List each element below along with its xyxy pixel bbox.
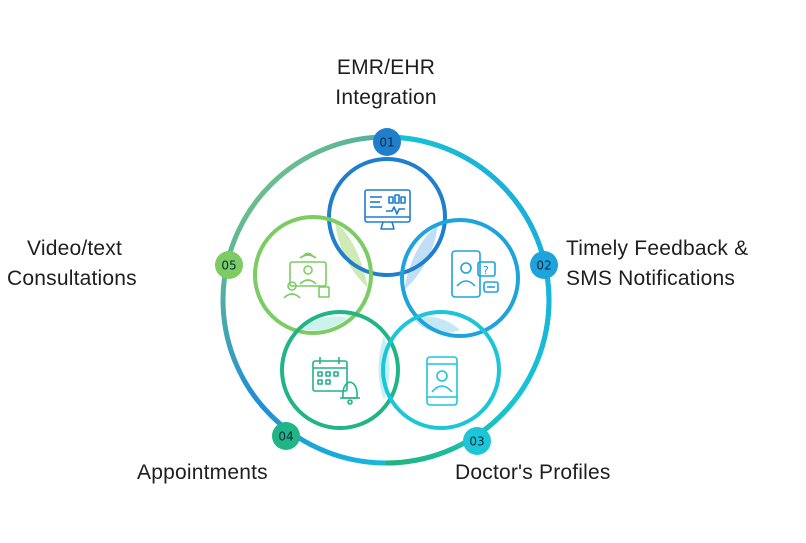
label-consultations: Video/text Consultations [7, 234, 197, 294]
circle-profiles [381, 310, 501, 430]
label-appointments: Appointments [137, 458, 327, 488]
svg-text:?: ? [483, 264, 489, 277]
overlap-left [298, 316, 348, 331]
circle-emr [327, 157, 447, 277]
monitor-chart-icon [364, 189, 411, 230]
label-profiles-line1: Doctor's Profiles [455, 461, 611, 484]
label-emr-line2: Integration [335, 86, 437, 109]
badge-05: 05 [215, 251, 243, 279]
badge-04-text: 04 [278, 430, 293, 444]
circle-consultations [253, 215, 373, 335]
badge-02-text: 02 [536, 259, 551, 273]
label-feedback-line1: Timely Feedback & [566, 237, 749, 260]
outer-ring-segment [385, 134, 552, 466]
label-appointments-line1: Appointments [137, 461, 268, 484]
label-feedback: Timely Feedback & SMS Notifications [566, 234, 796, 294]
badge-04: 04 [272, 422, 300, 450]
badge-01-text: 01 [379, 136, 394, 150]
badge-05-text: 05 [221, 259, 236, 273]
video-consultation-icon [283, 252, 330, 299]
overlap-top-left [335, 222, 368, 288]
badge-01: 01 [373, 128, 401, 156]
label-profiles: Doctor's Profiles [455, 458, 675, 488]
overlap-regions [298, 222, 460, 400]
label-feedback-line2: SMS Notifications [566, 267, 736, 290]
doctor-profile-phone-icon [426, 356, 458, 406]
label-emr-line1: EMR/EHR [336, 56, 436, 79]
label-consultations-line1: Video/text [27, 237, 123, 260]
badge-03-text: 03 [469, 435, 484, 449]
badge-03: 03 [463, 427, 491, 455]
phone-doctor-chat-icon: ? [451, 250, 499, 298]
overlap-top-right [404, 225, 438, 290]
circle-feedback [400, 218, 520, 338]
label-emr: EMR/EHR Integration [300, 53, 472, 113]
calendar-bell-icon [312, 357, 360, 405]
overlap-right [412, 316, 460, 334]
circle-appointments [280, 310, 400, 430]
badge-02: 02 [530, 251, 558, 279]
label-consultations-line2: Consultations [7, 267, 137, 290]
